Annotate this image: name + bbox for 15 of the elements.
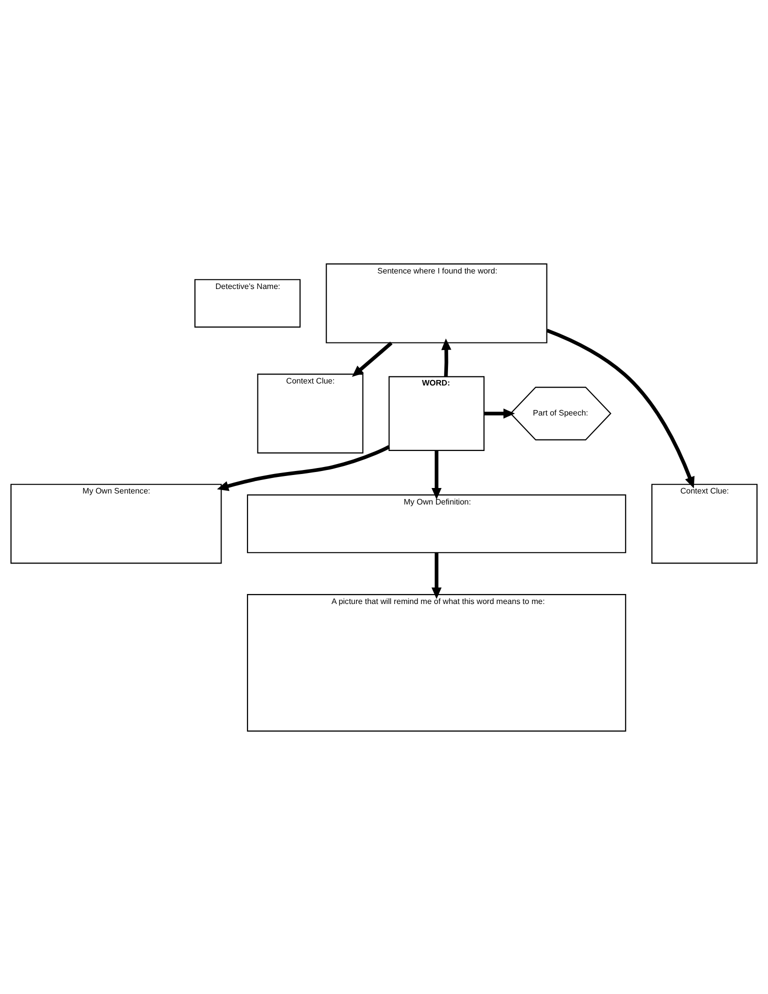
node-box: Detective’s Name: — [194, 278, 301, 328]
node-box: Context Clue: — [651, 483, 758, 564]
arrow — [217, 444, 390, 490]
arrow — [441, 338, 452, 376]
arrow — [432, 450, 442, 499]
node-box: My Own Definition: — [246, 494, 626, 553]
node-box: WORD: — [388, 376, 485, 450]
node-box: A picture that will remind me of what this word means to me: — [246, 594, 626, 732]
node-box: Sentence where I found the word: — [326, 262, 548, 343]
arrow — [484, 408, 515, 418]
arrow — [546, 328, 695, 488]
arrow — [352, 341, 392, 376]
node-box: My Own Sentence: — [10, 483, 222, 564]
arrow — [432, 552, 442, 599]
node-box: Context Clue: — [257, 373, 364, 454]
